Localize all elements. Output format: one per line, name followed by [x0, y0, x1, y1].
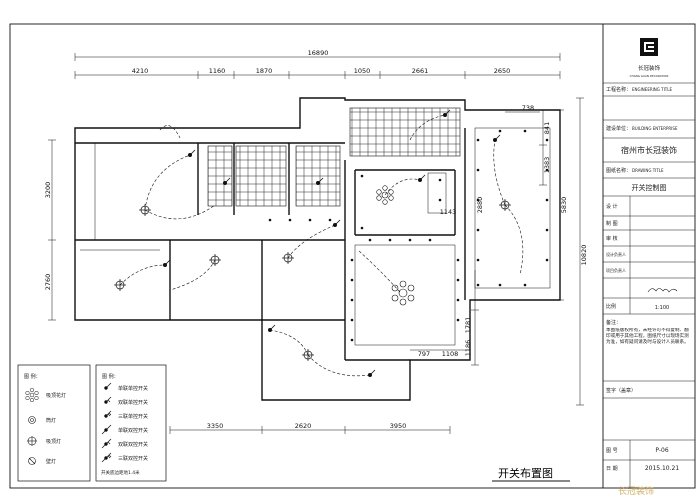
- switch-legend-item-6: 三联双控开关: [118, 455, 148, 462]
- downlight-dots: [268, 129, 549, 342]
- switch-legend-item-1: 单联单控开关: [118, 385, 148, 392]
- signature-icon: [647, 288, 678, 293]
- dim-inner-1383: 1383: [543, 157, 551, 174]
- outer-frame: [9, 23, 696, 489]
- dim-top-seg-1: 4210: [132, 67, 149, 75]
- legend-wall-lamp-icon: [28, 457, 36, 465]
- scale-label: 比例: [606, 303, 616, 310]
- dim-inner-1143: 1143: [440, 208, 457, 216]
- row-project-lead: 项目负责人: [606, 267, 626, 273]
- dim-inner-2880: 2880: [476, 197, 484, 214]
- dim-right-total: 10820: [580, 245, 588, 266]
- legend-downlight-icon: [28, 416, 36, 424]
- dim-top-seg-4: 1050: [354, 67, 371, 75]
- project-label: 工程名称：: [606, 86, 631, 93]
- sign-label: 签字（盖章）: [606, 387, 636, 394]
- dim-top-seg-5: 2661: [412, 67, 429, 75]
- switch-legend-title: 图 例：: [102, 373, 119, 380]
- date-label: 日 期: [606, 466, 618, 472]
- dim-inner-1186: 1186: [464, 340, 472, 357]
- tiled-floor-1: [207, 145, 233, 207]
- row-draft: 制 图: [606, 220, 618, 227]
- dim-left-lower: 2760: [44, 274, 52, 291]
- switch-wiring: [119, 114, 524, 377]
- company-name: 宿州市长冠装饰: [621, 145, 677, 155]
- left-dimensions: [48, 139, 56, 321]
- switch-legend-box: [95, 364, 167, 482]
- dim-bottom-2: 2620: [295, 422, 312, 430]
- switch-legend-item-3: 三联单控开关: [118, 413, 148, 420]
- tiled-floor-3: [295, 145, 341, 207]
- dim-bottom-1: 3350: [207, 422, 224, 430]
- switch-legend-item-5: 双联双控开关: [118, 441, 148, 448]
- legend-item-2: 筒灯: [46, 417, 56, 424]
- inner-thin-lines: [80, 127, 551, 346]
- notes-box: 本图纸版权所有，未经许可不得复制、翻印或用于其他工程，图纸尺寸以现场实测为准，如…: [606, 328, 689, 345]
- dim-inner-738: 738: [522, 104, 534, 112]
- dim-inner-797: 797: [418, 350, 430, 358]
- bottom-dimensions: [169, 426, 451, 434]
- tiled-floor-2: [235, 145, 287, 207]
- switch-legend-item-4: 单联双控开关: [118, 427, 148, 434]
- drawing-label: 图纸名称：: [606, 167, 631, 174]
- client-name: BUILDING ENTERPRISE: [632, 126, 678, 131]
- scale-value: 1:100: [655, 305, 669, 311]
- legend-chandelier-icon: [25, 387, 39, 403]
- switch-legend-item-2: 双联单控开关: [118, 399, 148, 406]
- logo-text: 长冠装饰: [638, 64, 661, 72]
- dim-top-seg-2: 1160: [209, 67, 226, 75]
- legend-box: [17, 364, 91, 482]
- switch-legend-note: 开关底边距地1.4米: [101, 469, 140, 476]
- notes-text: 本图纸版权所有，未经许可不得复制、翻印或用于其他工程，图纸尺寸以现场实测为准，如…: [606, 328, 689, 345]
- title-block-rows: [603, 82, 695, 488]
- client-label: 建设单位：: [606, 125, 631, 132]
- dim-right-mid: 5830: [560, 197, 568, 214]
- dim-top-seg-3: 1870: [256, 67, 273, 75]
- wall-lines: [74, 97, 561, 401]
- legend-ceiling-icon: [27, 436, 37, 446]
- sheet-label: 图 号: [606, 448, 618, 454]
- legend-title: 图 例：: [24, 373, 41, 380]
- watermark-text: 长冠装饰: [618, 485, 654, 495]
- ceiling-lamps: [114, 199, 511, 361]
- drawing-content: 开关控制图: [632, 183, 667, 192]
- switch-symbols: [162, 109, 501, 378]
- notes-label: 备注：: [606, 319, 621, 326]
- legend-item-3: 吸顶灯: [46, 438, 61, 445]
- chandelier-living: [391, 280, 415, 306]
- legend-item-4: 壁灯: [46, 458, 56, 465]
- dim-left-upper: 3200: [44, 182, 52, 199]
- chandelier-dining: [376, 185, 394, 205]
- switch-legend-icons: [101, 382, 112, 463]
- legend-item-1: 吸顶花灯: [46, 392, 66, 399]
- date-value: 2015.10.21: [645, 465, 680, 472]
- dim-top-total: 16890: [308, 49, 329, 57]
- dim-inner-1781: 1781: [464, 317, 472, 334]
- row-review: 审 核: [606, 235, 618, 242]
- row-design: 设 计: [606, 203, 618, 210]
- dim-bottom-3: 3950: [390, 422, 407, 430]
- company-logo-icon: [640, 38, 658, 56]
- top-dimensions: [74, 53, 561, 79]
- drawing-name: DRAWING TITLE: [632, 168, 664, 173]
- row-design-lead: 设计负责人: [606, 251, 626, 257]
- dim-inner-1108: 1108: [442, 350, 459, 358]
- logo-sub: CHANG GUAN DECORATION: [630, 74, 669, 78]
- project-name: ENGINEERING TITLE: [632, 87, 672, 92]
- dim-top-seg-6: 2650: [494, 67, 511, 75]
- sheet-value: P-06: [655, 447, 668, 454]
- drawing-title: 开关布置图: [498, 466, 553, 480]
